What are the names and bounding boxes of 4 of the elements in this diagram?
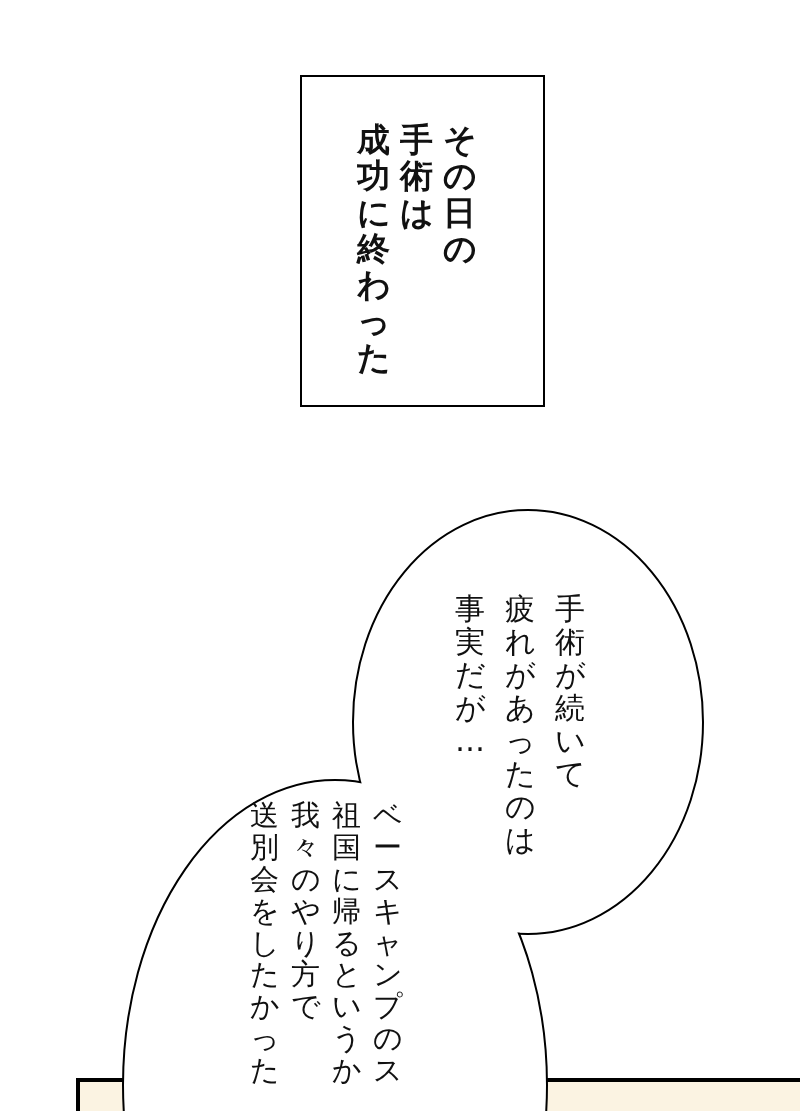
vertical-text: ベースキャンプのス祖国に帰るというか我々のやり方で送別会をしたかった [250, 800, 402, 1087]
vertical-text: その日の手術は成功に終わった [357, 122, 476, 377]
narration-box [300, 75, 545, 407]
vertical-text: 手術が続いて疲れがあったのは事実だが… [455, 592, 585, 856]
